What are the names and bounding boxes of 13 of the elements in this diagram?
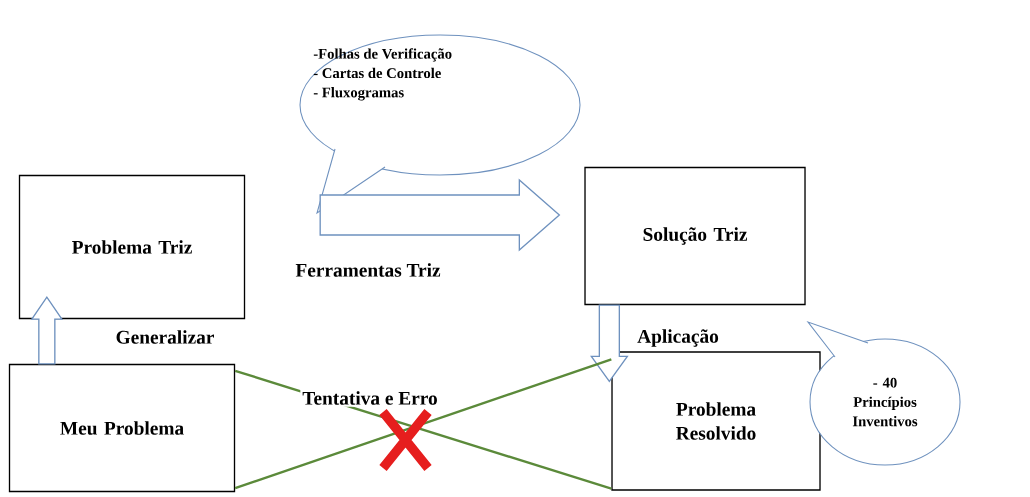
process-box: Solução Triz (584, 166, 806, 306)
process-box: Problema Resolvido (611, 351, 821, 491)
block-arrow (319, 178, 561, 252)
edge-label: Ferramentas Triz (293, 261, 443, 279)
speech-bubble: -Folhas de Verificação - Cartas de Controle - Fluxogramas (299, 34, 581, 215)
edge-label: Generalizar (113, 328, 217, 346)
block-arrow (590, 304, 629, 383)
process-box: Meu Problema (8, 363, 236, 493)
block-arrow (30, 296, 64, 365)
edge-label: Aplicação (635, 327, 721, 349)
process-box: Problema Triz (18, 174, 246, 320)
edge-label: Tentativa e Erro (300, 389, 440, 407)
speech-bubble: - 40 Princípios Inventivos (806, 320, 961, 466)
